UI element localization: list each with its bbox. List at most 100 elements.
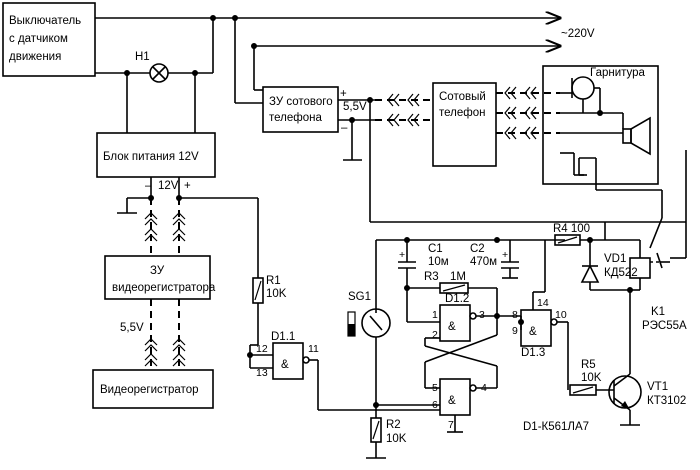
- cell-phone-line1: Сотовый: [439, 91, 486, 103]
- d12-output-line: [476, 315, 521, 335]
- mains-lines: [95, 15, 560, 49]
- r3-label: R3: [424, 271, 439, 283]
- gate-d11-label: D1.1: [271, 331, 295, 343]
- ps-voltage: 12V: [158, 180, 179, 192]
- motion-switch-box: [2, 2, 96, 77]
- speaker-icon: [600, 112, 651, 156]
- microphone-icon: [571, 76, 603, 116]
- pin-10: 10: [555, 309, 567, 321]
- sg1-label: SG1: [348, 291, 371, 303]
- recorder-power-lines: [150, 299, 180, 370]
- headset-button-icon: [560, 152, 597, 190]
- gate-d12-label: D1.2: [445, 293, 469, 305]
- cell-phone-line2: телефон: [439, 107, 485, 119]
- phone-connector-icon: [387, 93, 420, 127]
- resistor-r5-icon: [567, 378, 614, 396]
- gate-d12-inverter: [469, 312, 477, 320]
- power-supply-wires: [126, 73, 196, 133]
- ps-output-lines: [117, 177, 259, 278]
- gate-d13-label: D1.3: [521, 347, 545, 359]
- phone-charger-wires: [234, 18, 263, 104]
- power-supply-label: Блок питания 12V: [103, 151, 199, 163]
- r5-value: 10K: [581, 372, 602, 384]
- pin-12: 12: [256, 343, 268, 355]
- recorder-voltage-label: 5,5V: [120, 322, 144, 334]
- phone-power-lines: [338, 97, 433, 161]
- resistor-r3-icon: [404, 282, 498, 323]
- diode-vd1-icon: [580, 240, 633, 293]
- c1-label: C1: [428, 243, 443, 255]
- recorder-connector-icon-top: [144, 212, 186, 242]
- resistor-r1-icon: [247, 277, 273, 369]
- headset-box: [542, 65, 659, 185]
- headset-connector-icon: [504, 86, 537, 140]
- flipflop-cross-lines: [376, 334, 498, 433]
- gate-d12b-symbol: &: [448, 395, 456, 407]
- pin-2: 2: [432, 329, 438, 341]
- gate-d12b-inverter: [469, 384, 477, 392]
- headset-label: Гарнитура: [590, 67, 646, 79]
- c2-label: C2: [470, 243, 485, 255]
- charger-plus: +: [340, 88, 347, 100]
- charger-minus: –: [341, 122, 348, 134]
- reed-switch-sg1-icon: [347, 305, 391, 408]
- pin-13: 13: [256, 367, 268, 379]
- capacitor-c1-icon: +: [398, 240, 416, 288]
- motion-switch-line2: с датчиком: [9, 33, 68, 45]
- recorder-label: Видеорегистратор: [100, 384, 199, 396]
- recorder-box: [92, 369, 214, 409]
- phone-charger-line1: ЗУ сотового: [269, 96, 333, 108]
- motion-switch-line3: движения: [9, 51, 61, 63]
- phone-voltage-label: 5,5V: [343, 101, 367, 113]
- relay-feed-lines: [369, 100, 687, 259]
- lamp-h1-icon: [149, 63, 169, 83]
- pin-1: 1: [432, 309, 438, 321]
- d11-output-line: [309, 359, 453, 411]
- recorder-charger-line2: видеорегистратора: [112, 282, 216, 294]
- ps-plus: +: [184, 180, 191, 192]
- gate-d13-symbol: &: [529, 326, 537, 338]
- svg-text:+: +: [502, 249, 508, 261]
- lamp-label: H1: [135, 51, 150, 63]
- k1-label: K1: [651, 306, 665, 318]
- recorder-connector-icon-bottom: [144, 338, 186, 367]
- cell-phone-box: [432, 82, 497, 167]
- r5-label: R5: [581, 359, 596, 371]
- pin-14: 14: [537, 297, 549, 309]
- pin-3: 3: [479, 309, 485, 321]
- gate-d12-symbol: &: [448, 321, 456, 333]
- power-supply-box: [96, 132, 216, 178]
- svg-text:+: +: [399, 249, 405, 261]
- ps-minus: –: [145, 180, 152, 192]
- capacitor-c2-icon: +: [501, 240, 519, 279]
- chip-type-label: D1-К561ЛА7: [523, 421, 589, 433]
- resistor-r4-icon: [554, 234, 581, 246]
- r3-value: 1M: [450, 271, 466, 283]
- gate-d11-symbol: &: [281, 359, 289, 371]
- phone-charger-line2: телефона: [269, 112, 322, 124]
- r2-value: 10K: [386, 433, 407, 445]
- recorder-charger-box: [104, 255, 211, 300]
- r2-label: R2: [386, 419, 401, 431]
- phone-charger-box: [262, 86, 339, 133]
- r4-label: R4 100: [553, 223, 590, 235]
- k1-value: РЭС55А: [642, 320, 687, 332]
- motion-switch-line1: Выключатель: [9, 15, 81, 27]
- gate-d12-second: [439, 378, 471, 416]
- gate-d12: [439, 304, 471, 342]
- headset-lines: [496, 92, 623, 134]
- r1-label: R1: [266, 275, 281, 287]
- pin-9: 9: [512, 325, 518, 337]
- pin-8: 8: [512, 309, 518, 321]
- c1-value: 10м: [428, 256, 449, 268]
- timer-supply-bus: [375, 222, 606, 305]
- d13-wires: [518, 240, 569, 378]
- pin-11: 11: [308, 343, 319, 355]
- c2-value: 470м: [470, 256, 497, 268]
- transistor-vt1-icon: [608, 290, 642, 426]
- resistor-r2-icon: [366, 405, 386, 459]
- mains-label: ~220V: [561, 28, 595, 40]
- vt1-value: КТ3102: [647, 395, 686, 407]
